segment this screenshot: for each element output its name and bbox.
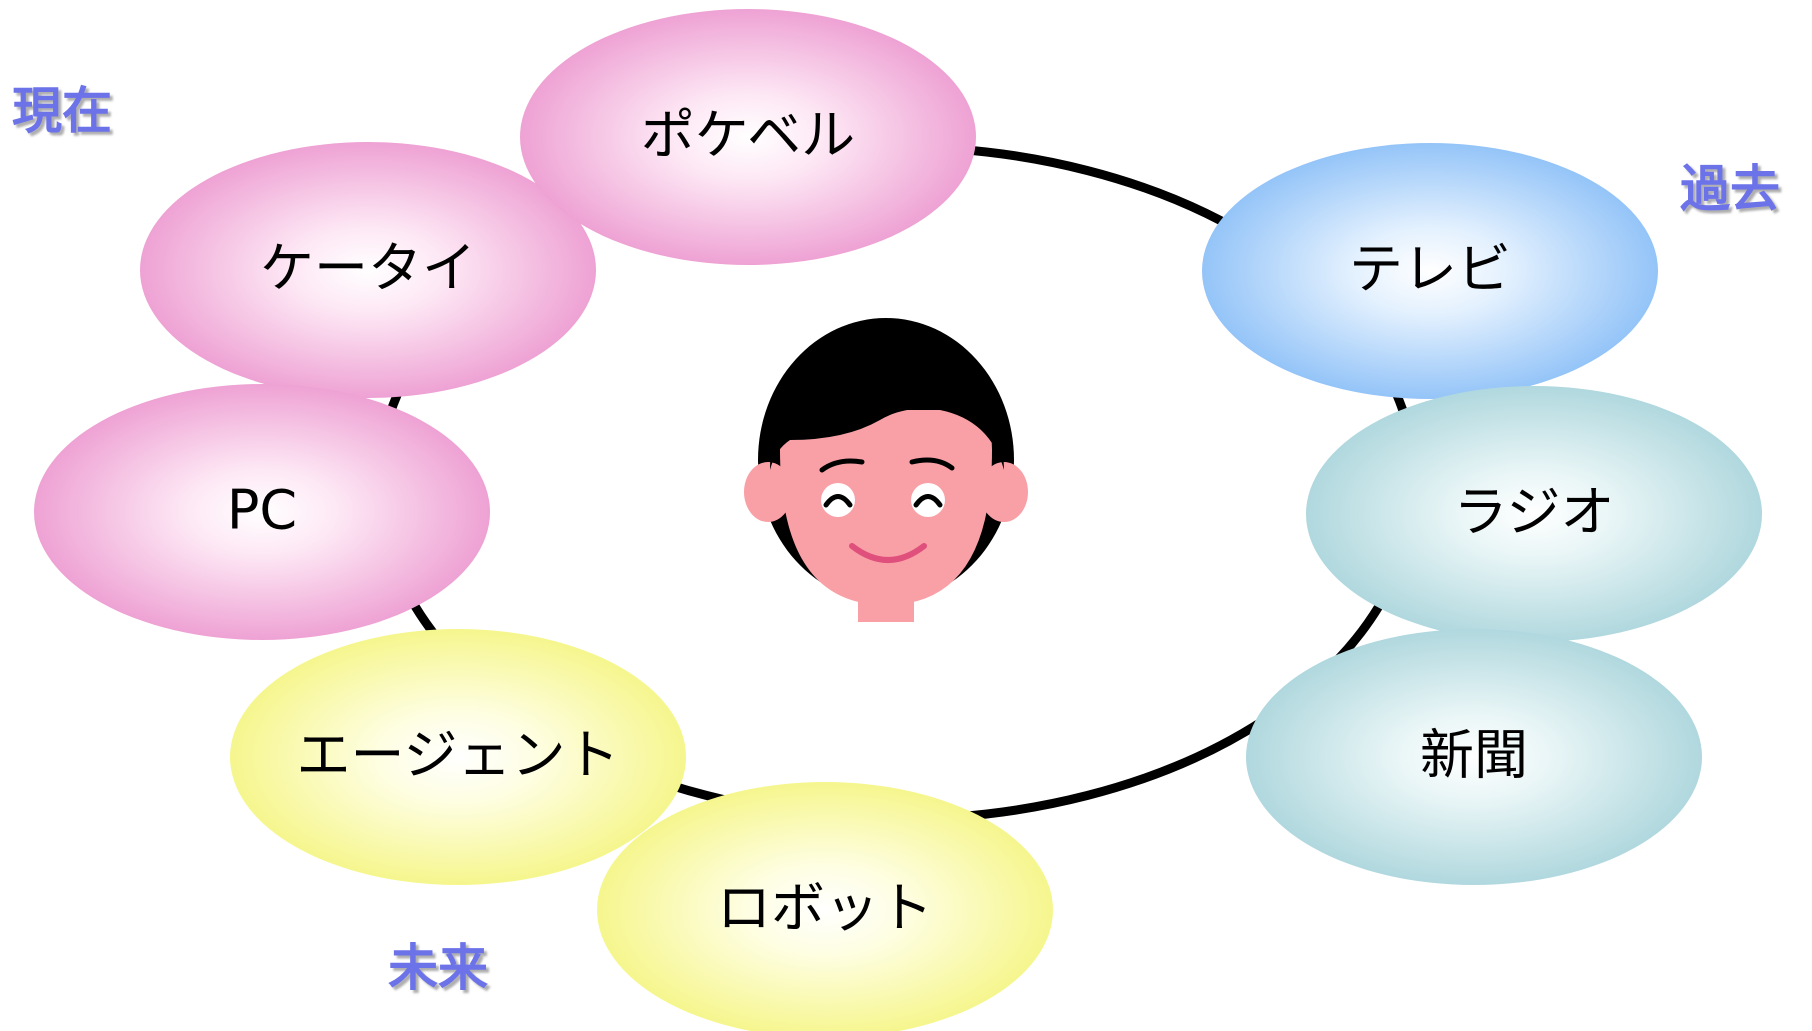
node-pc: PC — [34, 384, 490, 640]
node-tv: テレビ — [1202, 143, 1658, 399]
node-keitai-label: ケータイ — [260, 237, 476, 300]
node-pc-label: PC — [227, 479, 297, 542]
node-radio-label: ラジオ — [1454, 481, 1615, 544]
node-agent-label: エージェント — [297, 724, 620, 787]
node-newspaper-label: 新聞 — [1420, 724, 1528, 787]
node-pocket-bell: ポケベル — [520, 9, 976, 265]
node-agent: エージェント — [230, 629, 686, 885]
era-label-present: 現在 — [12, 82, 112, 140]
person-face-icon — [744, 318, 1028, 622]
node-newspaper: 新聞 — [1246, 629, 1702, 885]
node-tv-label: テレビ — [1349, 238, 1511, 301]
node-radio: ラジオ — [1306, 386, 1762, 642]
node-keitai: ケータイ — [140, 142, 596, 398]
node-robot: ロボット — [597, 782, 1053, 1031]
era-label-past: 過去 — [1680, 160, 1780, 218]
node-pocket-bell-label: ポケベル — [641, 104, 855, 167]
era-label-future: 未来 — [388, 939, 488, 997]
node-robot-label: ロボット — [717, 877, 933, 940]
